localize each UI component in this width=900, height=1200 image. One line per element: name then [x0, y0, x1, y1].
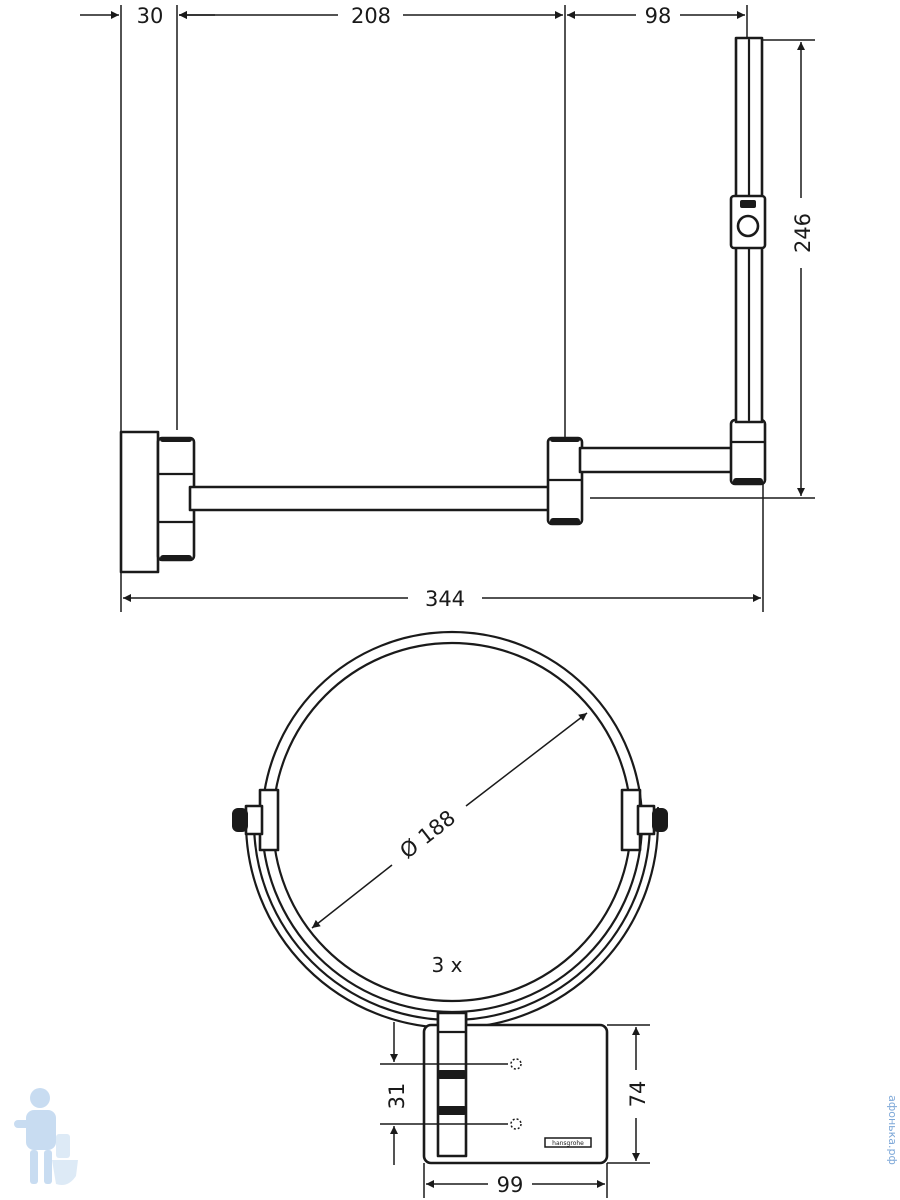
dimension-wall-plate: 30: [80, 4, 215, 28]
dimension-plate-width: 99: [423, 1163, 608, 1198]
mirror-bracket: [252, 820, 652, 1022]
elbow-joint: [729, 418, 767, 486]
watermark-site: афонька.рф: [886, 1095, 899, 1165]
right-pivot-knob: [652, 808, 668, 832]
second-arm: [578, 446, 742, 474]
dimension-plate-height: 74: [607, 1024, 650, 1164]
wall-hinge: [156, 436, 196, 562]
dimension-label-99: 99: [497, 1173, 524, 1197]
dimension-label-344: 344: [425, 587, 465, 611]
brand-label: hansgrohe: [552, 1140, 584, 1147]
dimension-first-arm: 208: [179, 4, 563, 28]
front-view: Ø 188 3 x hansgrohe 31: [232, 630, 668, 1198]
mirror-stem-front: [436, 1011, 468, 1158]
left-pivot-knob: [232, 808, 248, 832]
dimension-second-arm: 98: [567, 4, 745, 28]
dimension-height: 246: [791, 42, 815, 496]
side-view: 30 208 98 246 344: [80, 4, 815, 612]
right-pivot-bolt: [636, 804, 656, 836]
dimension-label-31: 31: [385, 1083, 409, 1110]
mounting-hole-bottom: [510, 1118, 522, 1130]
dimension-label-diameter: Ø 188: [395, 806, 460, 864]
dimension-label-246: 246: [791, 213, 815, 253]
mirror-pivot-knob: [736, 214, 760, 238]
dimension-hole-spacing: 31: [385, 1022, 409, 1165]
wall-plate: [119, 430, 160, 574]
left-pivot-bolt: [244, 804, 264, 836]
magnification-label: 3 x: [432, 953, 463, 977]
dimension-label-74: 74: [626, 1081, 650, 1108]
dimension-diameter: Ø 188: [311, 712, 588, 929]
watermark-plumber-icon: [14, 1088, 78, 1185]
mounting-hole-top: [510, 1058, 522, 1070]
wall-plate-front: [422, 1023, 609, 1165]
dimension-total-width: 344: [123, 587, 761, 611]
dimension-label-208: 208: [351, 4, 391, 28]
dimension-label-98: 98: [645, 4, 672, 28]
brand-plate: [544, 1137, 592, 1148]
first-arm: [188, 485, 554, 512]
dimension-label-30: 30: [137, 4, 164, 28]
